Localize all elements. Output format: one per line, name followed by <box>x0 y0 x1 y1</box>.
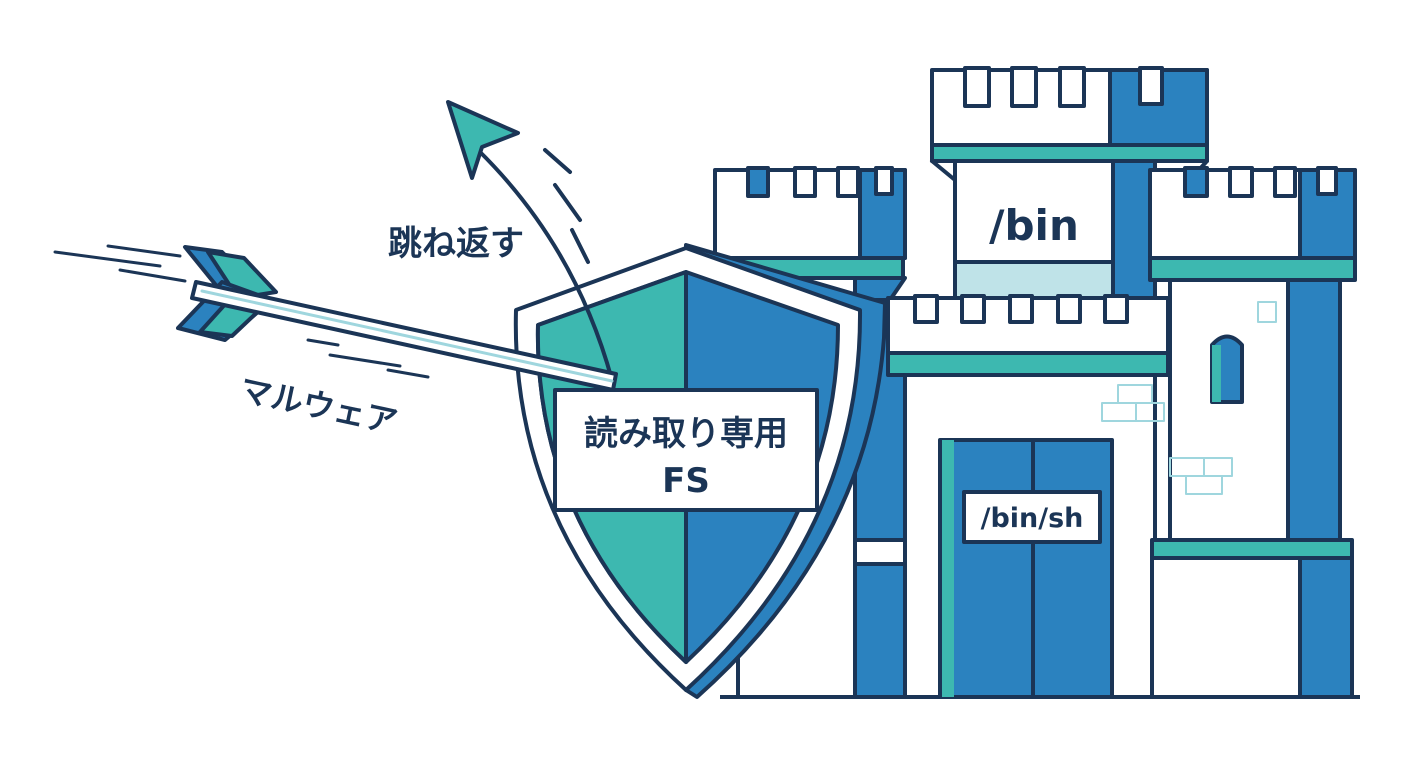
tower-path-label: /bin <box>989 201 1079 250</box>
gate-door <box>938 438 1114 699</box>
center-wall <box>886 294 1170 699</box>
curved-arrow-icon <box>446 100 614 382</box>
shield-icon: 読み取り専用 FS <box>513 243 887 699</box>
shield-label-line2: FS <box>662 461 710 501</box>
gate-path-label: /bin/sh <box>981 503 1084 534</box>
brick-decoration <box>1101 301 1277 495</box>
gate-label: /bin/sh <box>962 490 1102 544</box>
bounce-label: 跳ね返す <box>388 224 524 264</box>
malware-label: マルウェア <box>236 371 400 441</box>
arrow-icon <box>53 244 618 392</box>
right-tower <box>1148 166 1357 699</box>
central-keep <box>930 66 1209 303</box>
shield-label-line1: 読み取り専用 <box>584 414 788 454</box>
